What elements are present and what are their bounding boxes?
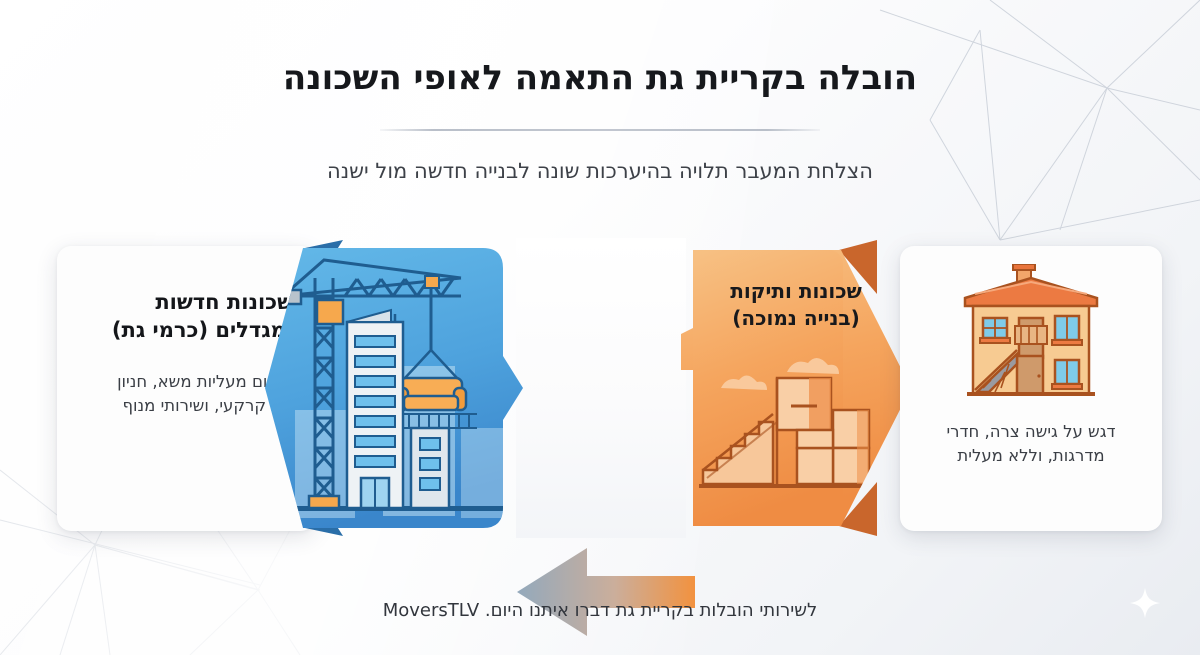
- page-title: הובלה בקריית גת התאמה לאופי השכונה: [282, 58, 918, 98]
- center-background-strip: [516, 238, 686, 538]
- footer-cta: לשירותי הובלות בקריית גת דברו איתנו היום…: [382, 600, 818, 621]
- comparison-diagram: שכונות חדשות ומגדלים (כרמי גת) תיאום מעל…: [0, 238, 1200, 636]
- new-neighborhood-heading: שכונות חדשות ומגדלים (כרמי גת): [111, 290, 293, 343]
- old-neighborhood-label: שכונות ותיקות (בנייה נמוכה): [730, 279, 862, 330]
- arrow-left-icon: [517, 548, 695, 636]
- title-divider: [380, 129, 820, 132]
- old-neighborhood-body: דגש על גישה צרה, חדרי מדרגות, וללא מעלית: [946, 422, 1116, 465]
- new-construction-panel: [265, 238, 523, 538]
- sparkle-icon: [1129, 587, 1161, 619]
- orange-chevron-shape: [681, 240, 911, 536]
- page-subtitle: הצלחת המעבר תלויה בהיערכות שונה לבנייה ח…: [327, 159, 873, 184]
- old-neighborhood-panel: שכונות ותיקות (בנייה נמוכה): [681, 238, 911, 538]
- new-neighborhood-card: שכונות חדשות ומגדלים (כרמי גת) תיאום מעל…: [57, 246, 315, 531]
- new-neighborhood-body: תיאום מעליות משא, חניון תת קרקעי, ושירות…: [117, 372, 293, 416]
- header: הובלה בקריית גת התאמה לאופי השכונה הצלחת…: [0, 0, 1200, 186]
- old-neighborhood-card: דגש על גישה צרה, חדרי מדרגות, וללא מעלית: [900, 246, 1162, 531]
- old-two-story-house-icon: [924, 260, 1138, 410]
- blue-chevron-shape: [265, 238, 523, 536]
